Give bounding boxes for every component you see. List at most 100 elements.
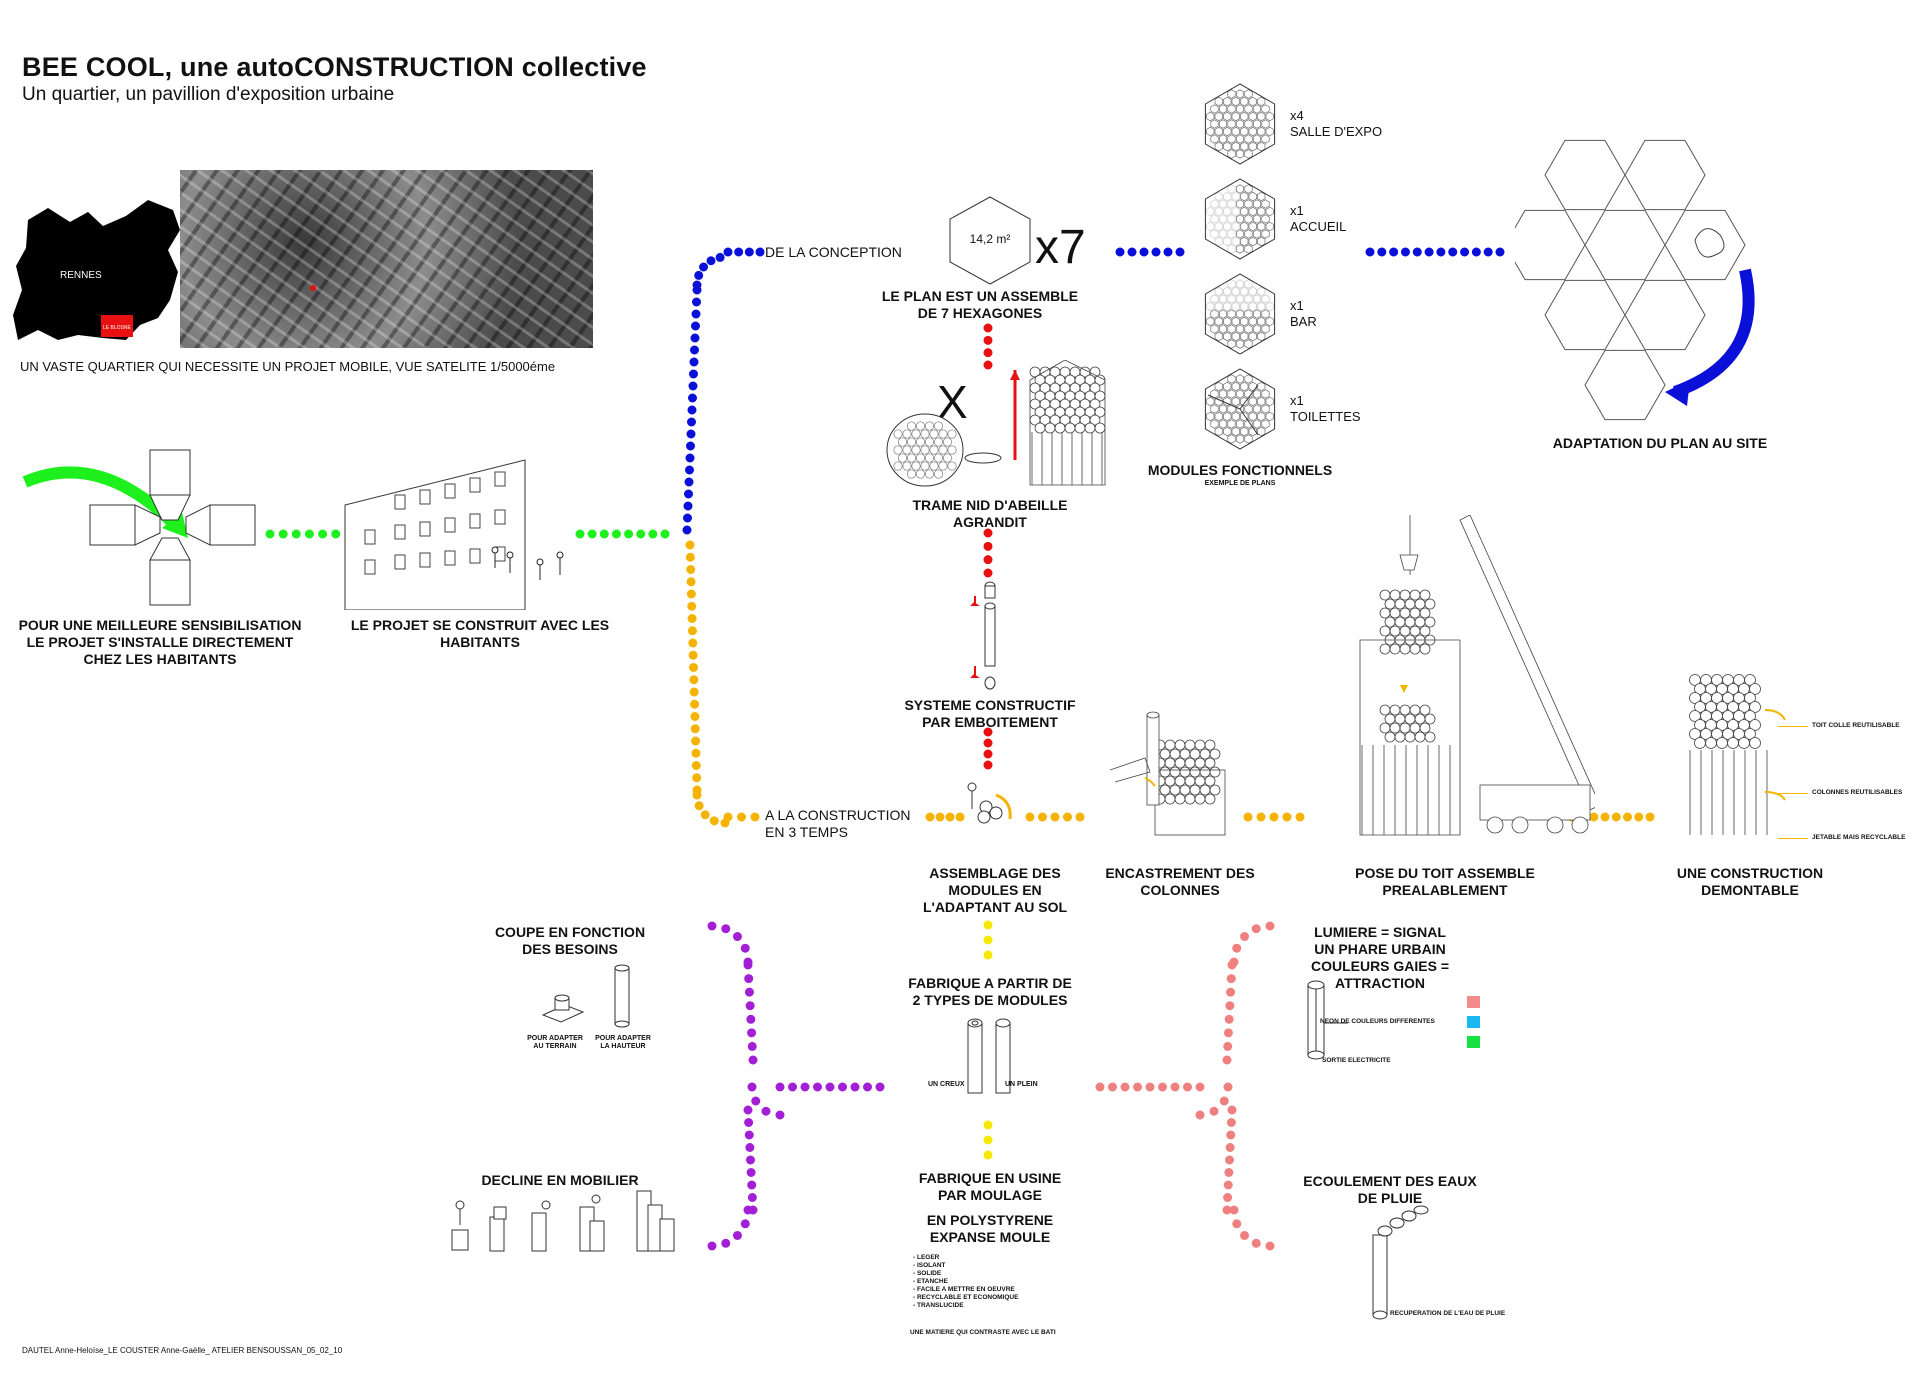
step2-caption: ENCASTREMENT DES COLONNES [1105, 865, 1255, 898]
reuse-note-2: COLONNES REUTILISABLES [1812, 789, 1903, 796]
neon-column-icon [1307, 980, 1348, 1060]
page-subtitle: Un quartier, un pavillion d'exposition u… [22, 84, 395, 105]
salmon-dots-lower [1222, 1105, 1237, 1215]
rainwater-column-icon [1372, 1205, 1429, 1320]
material-properties: - LEGER - ISOLANT - SOLIDE - ETANCHE - F… [913, 1254, 1019, 1309]
construction-label: A LA CONSTRUCTION EN 3 TEMPS [765, 807, 911, 840]
purple-dots-bottom-curve [707, 1205, 753, 1251]
honeycomb-disc-icon [886, 413, 1002, 487]
blue-dots-curve [692, 252, 725, 290]
location-marker [310, 285, 316, 291]
red-dots-1 [983, 323, 993, 370]
red-dots-2 [983, 528, 993, 578]
salmon-dots-upper [1222, 960, 1237, 1065]
orange-dots-4 [1243, 812, 1305, 822]
red-dots-3 [983, 727, 993, 770]
un-creux-label: UN CREUX [928, 1081, 965, 1088]
module-3-icon [1204, 273, 1276, 355]
orange-dots-vertical [685, 540, 702, 795]
systeme-caption: SYSTEME CONSTRUCTIF PAR EMBOITEMENT [904, 697, 1076, 730]
honeycomb-column-block-icon [1010, 360, 1106, 486]
crane-roof-icon [1359, 515, 1595, 836]
yellow-dots-1 [983, 920, 993, 960]
module-1-count: x4 [1290, 108, 1304, 123]
rennes-map-icon [13, 200, 180, 340]
module-1-icon [1204, 83, 1276, 165]
purple-dots-top-curve [707, 921, 753, 967]
two-module-types-icon [967, 1018, 1011, 1094]
plan-caption: LE PLAN EST UN ASSEMBLE DE 7 HEXAGONES [881, 288, 1079, 321]
reuse-note-3: JETABLE MAIS RECYCLABLE [1812, 834, 1906, 841]
module-2-icon [1204, 178, 1276, 260]
adapt-hauteur-label: POUR ADAPTER LA HAUTEUR [595, 1035, 651, 1050]
salmon-dots-top-curve [1229, 921, 1275, 967]
module-4-count: x1 [1290, 393, 1304, 408]
assembly-worker-icon [967, 782, 1012, 824]
module-3-count: x1 [1290, 298, 1304, 313]
trame-caption: TRAME NID D'ABEILLE AGRANDIT [912, 497, 1068, 530]
map-city-label: RENNES [60, 270, 102, 281]
neon-note: NEON DE COULEURS DIFFERENTES [1320, 1018, 1435, 1025]
blue-dots-to-site [1365, 247, 1505, 257]
reuse-note-3-leader [1778, 838, 1808, 839]
orange-dots-1 [723, 812, 760, 822]
step1-caption: ASSEMBLAGE DES MODULES EN L'ADAPTANT AU … [922, 865, 1068, 915]
map-district-label: LE BLOSNE [103, 325, 131, 331]
module-1-name: SALLE D'EXPO [1290, 124, 1383, 139]
map-caption: UN VASTE QUARTIER QUI NECESSITE UN PROJE… [20, 359, 556, 374]
building-residents-icon [344, 459, 564, 610]
salmon-dots-mid-curve [1195, 1082, 1233, 1120]
yellow-dots-2 [983, 1120, 993, 1160]
coupe-caption: COUPE EN FONCTION DES BESOINS [494, 924, 646, 957]
step3-caption: POSE DU TOIT ASSEMBLE PREALABLEMENT [1355, 865, 1535, 898]
column-insertion-icon [1109, 711, 1226, 836]
reuse-note-1-leader [1778, 726, 1808, 727]
site-caption: ADAPTATION DU PLAN AU SITE [1552, 435, 1768, 451]
salmon-dots-bottom-curve [1229, 1205, 1275, 1251]
credits: DAUTEL Anne-Heloïse_LE COUSTER Anne-Gaël… [22, 1346, 343, 1355]
mobile-modules-icon [22, 449, 256, 606]
lumiere-caption: LUMIERE = SIGNAL UN PHARE URBAIN COULEUR… [1310, 924, 1450, 991]
usine-caption: FABRIQUE EN USINE PAR MOULAGE [918, 1170, 1062, 1203]
nesting-column-icon [970, 581, 996, 690]
conception-label: DE LA CONCEPTION [765, 244, 902, 260]
purple-dots-lower [743, 1105, 758, 1215]
habitants-caption: LE PROJET SE CONSTRUIT AVEC LES HABITANT… [350, 617, 610, 650]
multiplier: x7 [1035, 221, 1086, 274]
site-plan-icon [1515, 139, 1755, 421]
orange-dots-3 [1025, 812, 1085, 822]
reuse-note-1: TOIT COLLE REUTILISABLE [1812, 722, 1900, 729]
salmon-dots-horizontal [1095, 1082, 1205, 1092]
step4-caption: UNE CONSTRUCTION DEMONTABLE [1676, 865, 1824, 898]
orange-dots-curve [692, 790, 730, 828]
purple-dots-horizontal [775, 1082, 885, 1092]
sortie-note: SORTIE ELECTRICITE [1322, 1057, 1391, 1064]
purple-dots-upper [743, 960, 758, 1065]
eaux-caption: ECOULEMENT DES EAUX DE PLUIE [1303, 1173, 1477, 1206]
adapt-terrain-label: POUR ADAPTER AU TERRAIN [527, 1035, 583, 1050]
hexagon-plan-icon [949, 196, 1031, 285]
furniture-icons [451, 1190, 675, 1252]
purple-dots-mid-curve [747, 1082, 785, 1120]
hexagon-area: 14,2 m² [969, 232, 1011, 246]
orange-dots-2 [925, 812, 965, 822]
module-2-name: ACCUEIL [1290, 219, 1347, 234]
neon-cyan-swatch [1467, 1016, 1480, 1028]
sensibilisation-caption: POUR UNE MEILLEURE SENSIBILISATION LE PR… [18, 617, 302, 667]
un-plein-label: UN PLEIN [1005, 1081, 1038, 1088]
module-2-count: x1 [1290, 203, 1304, 218]
module-4-icon [1204, 368, 1276, 450]
satellite-image [180, 170, 593, 348]
recup-note: RECUPERATION DE L'EAU DE PLUIE [1390, 1310, 1506, 1317]
modules-caption: MODULES FONCTIONNELS [1147, 462, 1333, 478]
demountable-pavilion-icon [1689, 674, 1786, 835]
blue-dots-top [723, 247, 765, 257]
fabrique-types-caption: FABRIQUE A PARTIR DE 2 TYPES DE MODULES [908, 975, 1072, 1008]
neon-pink-swatch [1467, 996, 1480, 1008]
module-3-name: BAR [1290, 314, 1317, 329]
cut-modules-icon [541, 964, 630, 1028]
blue-dots-vertical [682, 285, 702, 535]
polystyrene-caption: EN POLYSTYRENE EXPANSE MOULE [926, 1212, 1054, 1245]
mobilier-caption: DECLINE EN MOBILIER [481, 1172, 639, 1188]
